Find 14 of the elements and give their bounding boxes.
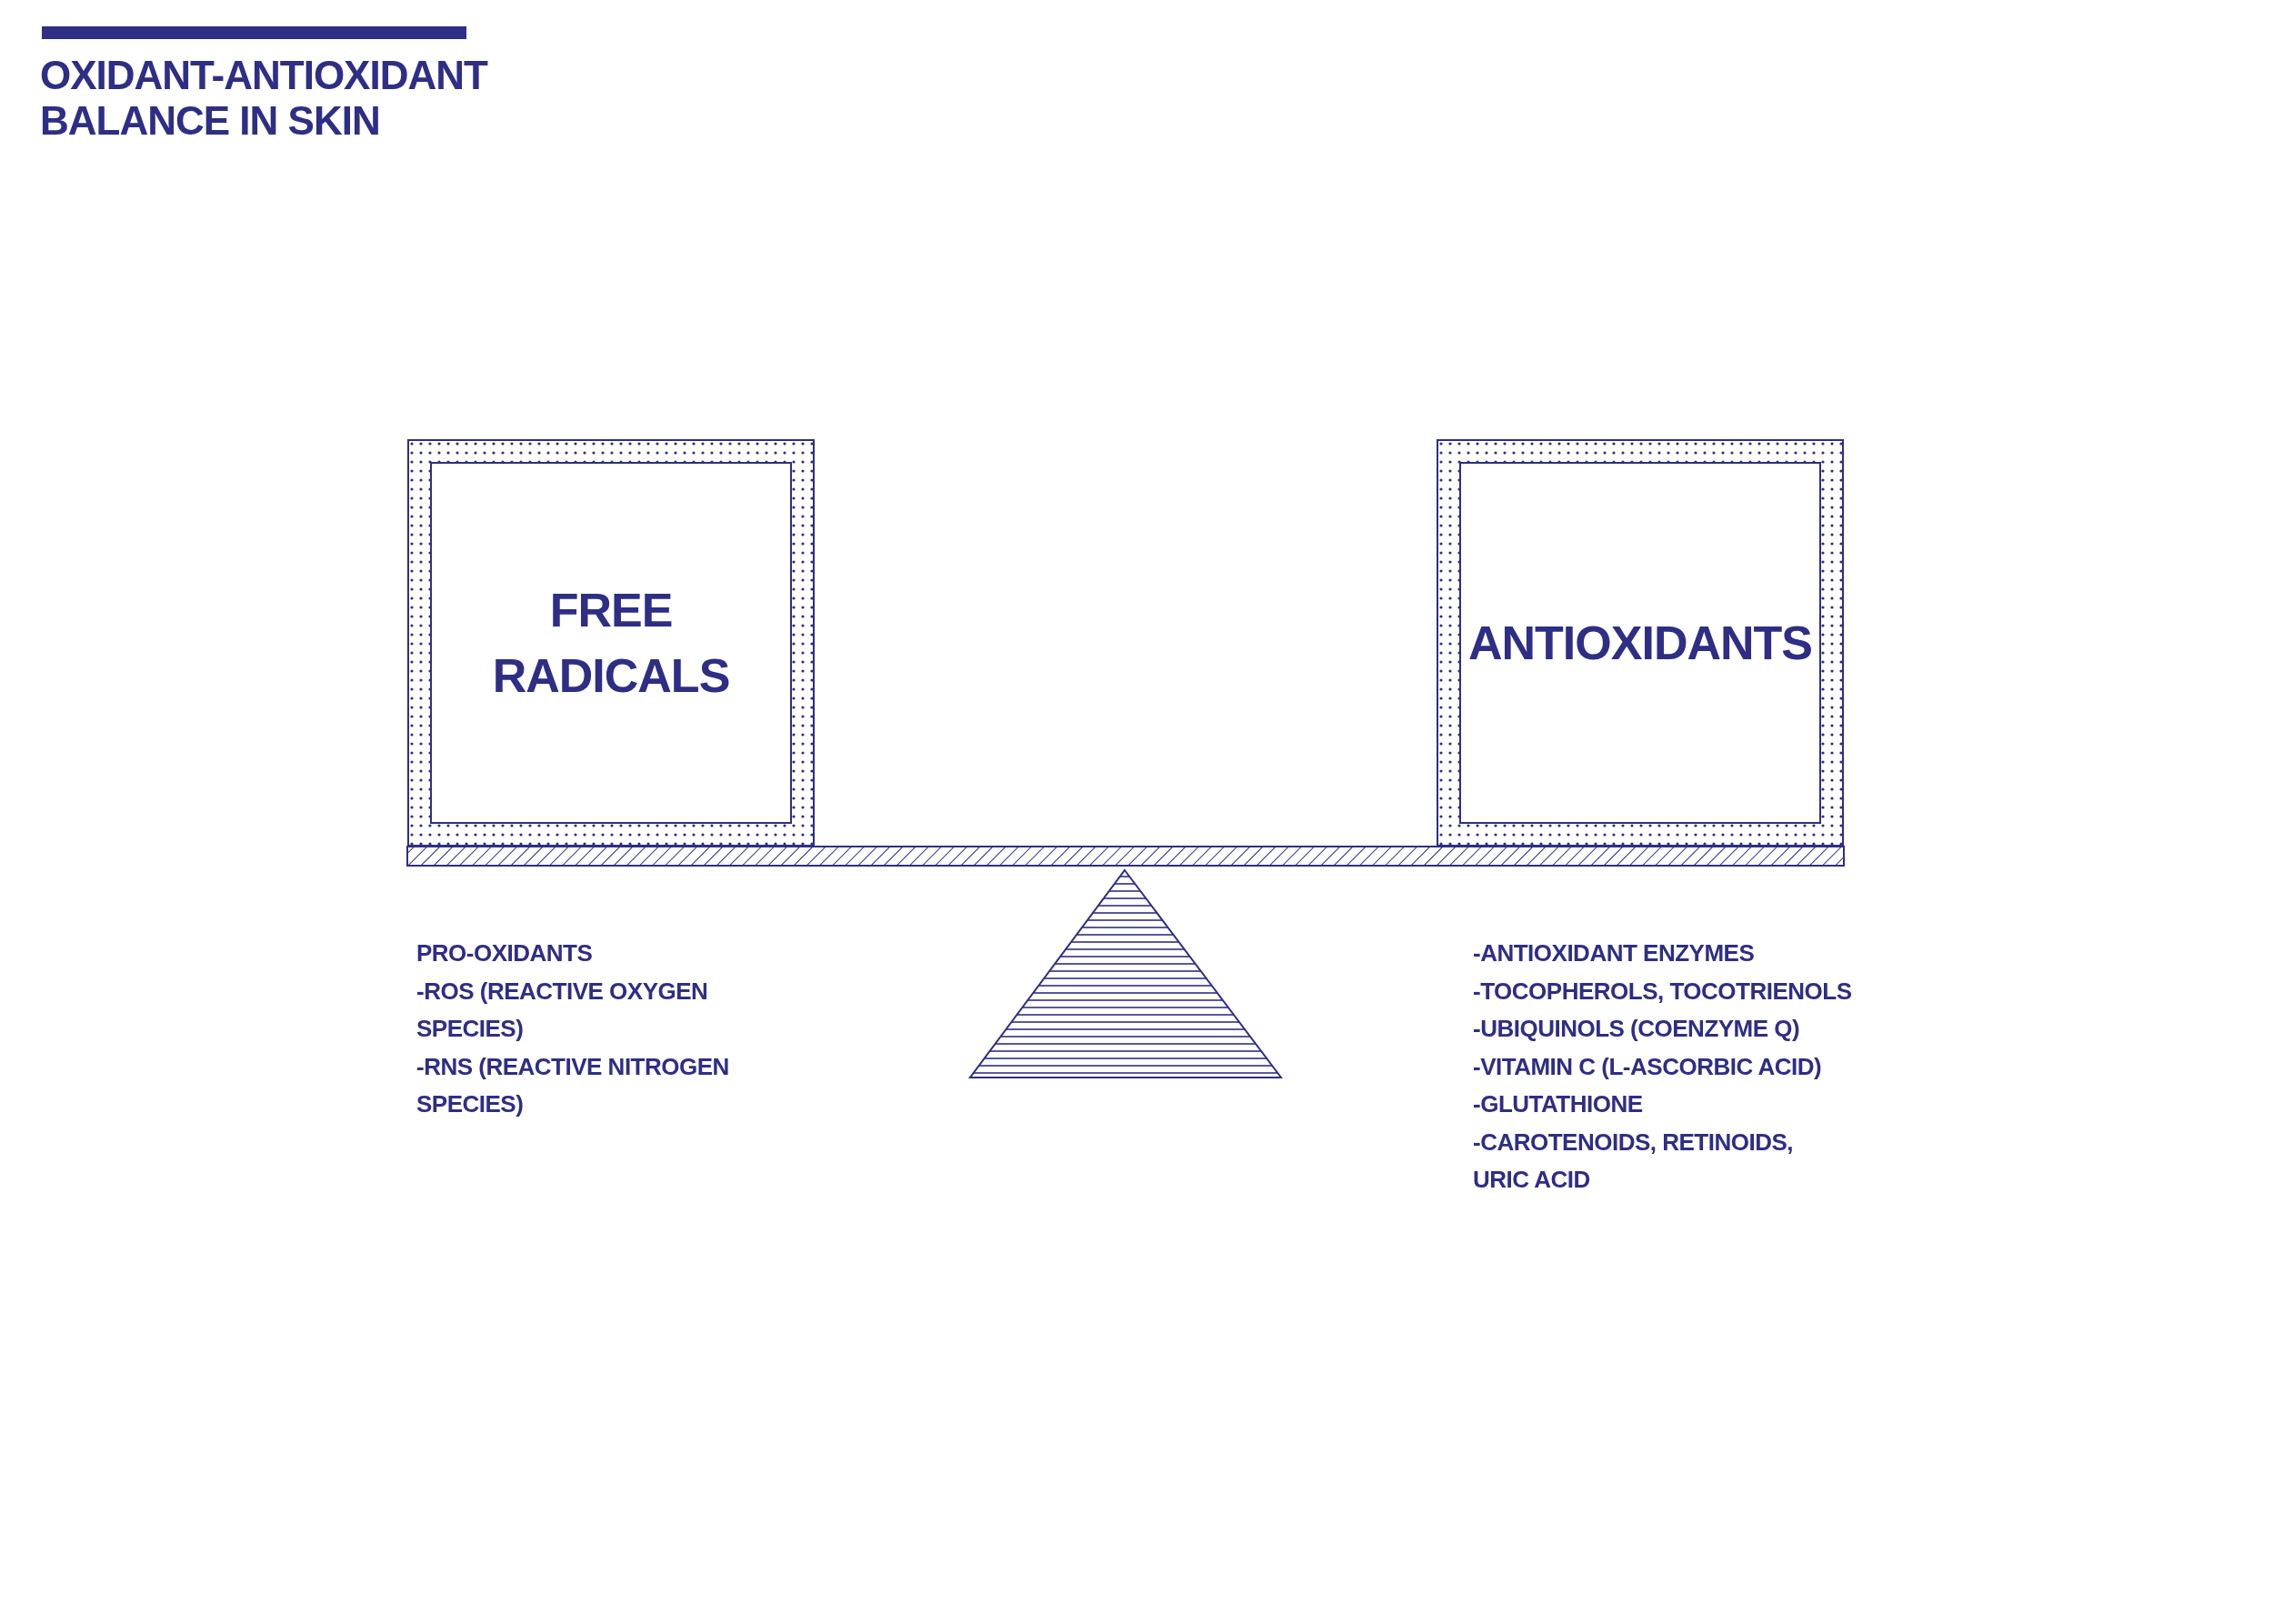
list-item: PRO-OXIDANTS [416, 938, 594, 968]
list-item: -ANTIOXIDANT ENZYMES [1473, 938, 1756, 968]
weight-box [1437, 439, 1844, 847]
list-item: -CAROTENOIDS, RETINOIDS, URIC ACID [1473, 1127, 1794, 1195]
list-item: -RNS (REACTIVE NITROGEN SPECIES) [416, 1051, 730, 1119]
box-label: ANTIOXIDANTS [1468, 616, 1812, 671]
list-item: -UBIQUINOLS (COENZYME Q) [1473, 1014, 1801, 1044]
list-item: -ROS (REACTIVE OXYGEN SPECIES) [416, 976, 709, 1044]
list-item: -VITAMIN C (L-ASCORBIC ACID) [1473, 1051, 1823, 1082]
box-label: FREE RADICALS [491, 583, 731, 704]
weight-box [407, 439, 815, 847]
diagram-title: OXIDANT-ANTIOXIDANT BALANCE IN SKIN [40, 53, 489, 144]
list-item: -GLUTATHIONE [1473, 1089, 1644, 1119]
list-item: -TOCOPHEROLS, TOCOTRIENOLS [1473, 976, 1853, 1007]
